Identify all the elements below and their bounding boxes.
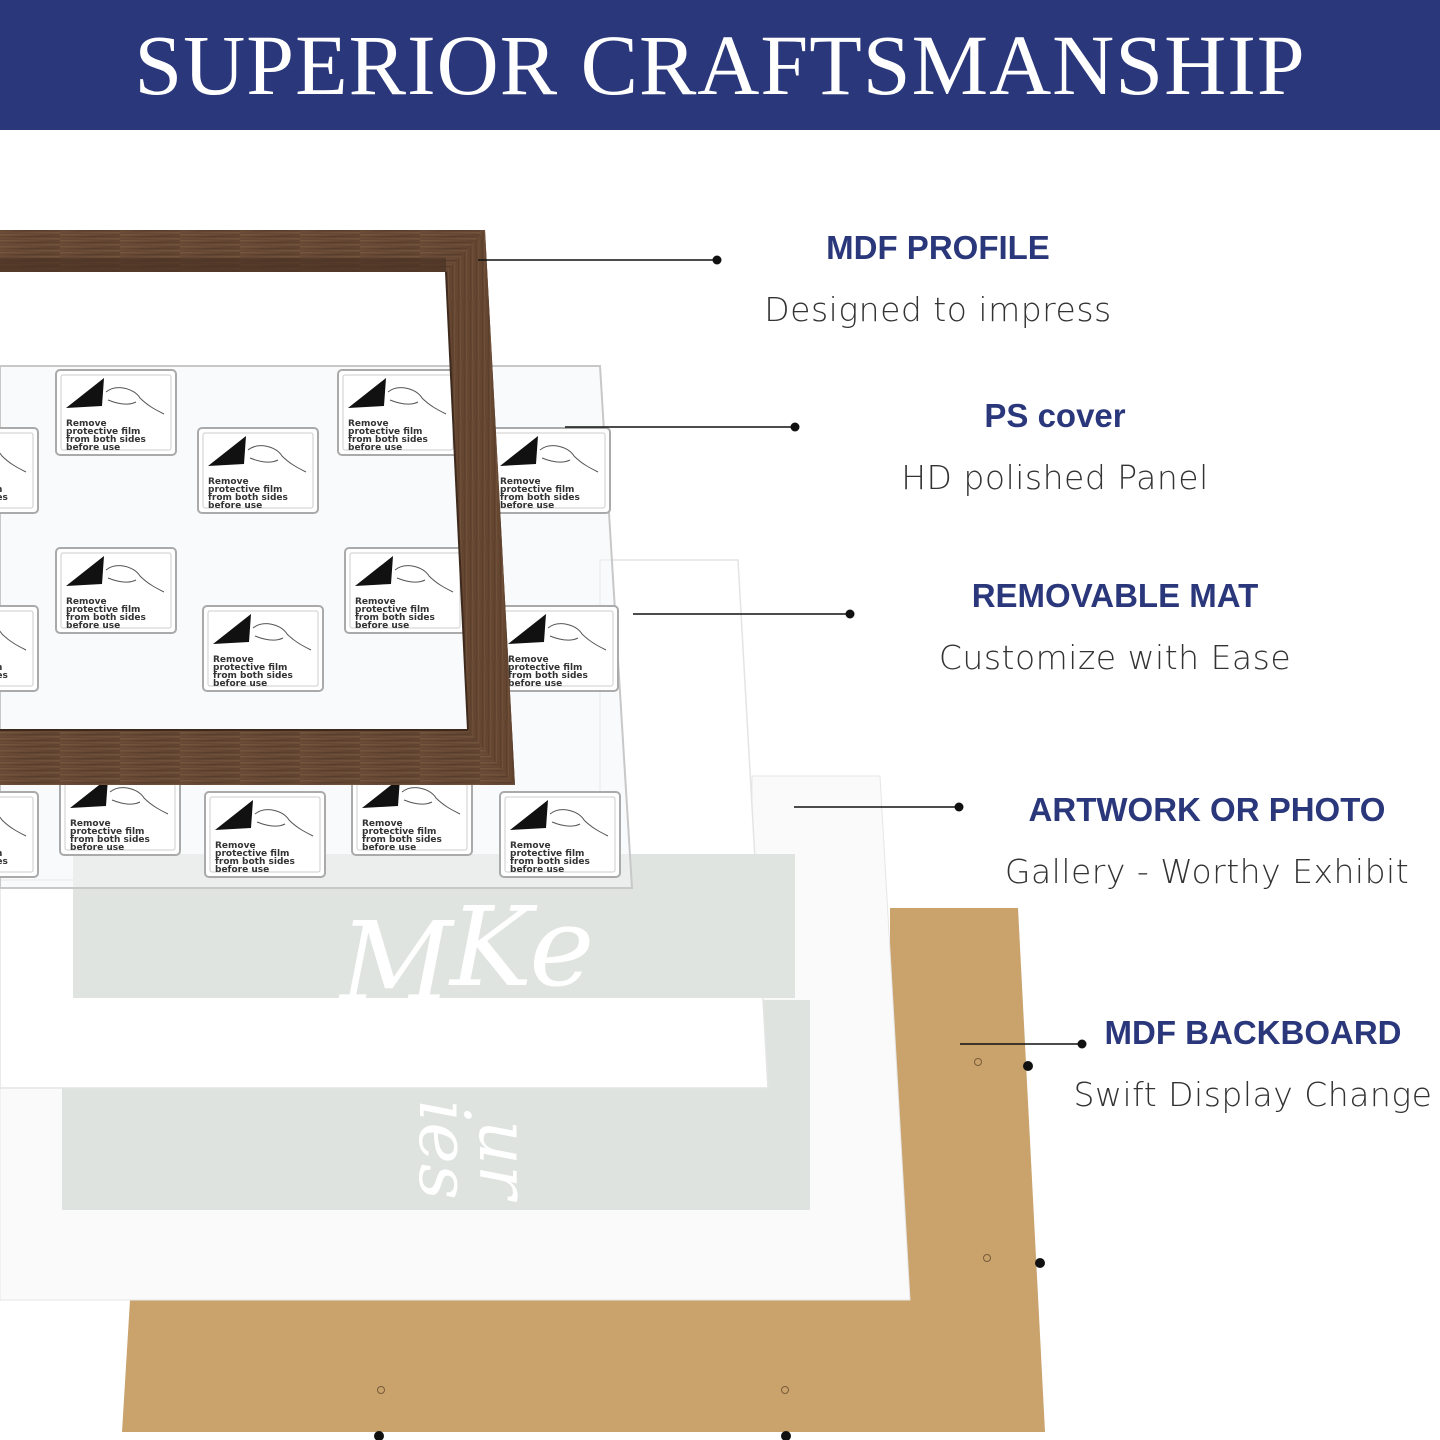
leader-lines — [478, 255, 1087, 1049]
page-title: SUPERIOR CRAFTSMANSHIP — [134, 17, 1306, 113]
feature-mdf-profile: MDF PROFILE Designed to impress — [764, 228, 1111, 330]
feature-description: HD polished Panel — [901, 458, 1209, 497]
feature-mdf-backboard: MDF BACKBOARD Swift Display Change — [1074, 1013, 1433, 1115]
feature-ps-cover: PS cover HD polished Panel — [901, 396, 1209, 498]
feature-title: MDF PROFILE — [826, 229, 1050, 266]
feature-removable-mat: REMOVABLE MAT Customize with Ease — [939, 576, 1291, 678]
mdf-frame-profile — [0, 230, 515, 785]
feature-description: Designed to impress — [764, 290, 1112, 329]
mdf-backboard-layer — [122, 908, 1045, 1440]
feature-title: MDF BACKBOARD — [1104, 1014, 1402, 1051]
feature-title: ARTWORK OR PHOTO — [1028, 791, 1386, 828]
feature-description: Swift Display Change — [1073, 1075, 1433, 1114]
feature-description: Customize with Ease — [938, 638, 1292, 677]
ps-cover-layer — [0, 365, 634, 889]
artwork-script-text: Ke — [448, 883, 594, 1011]
feature-artwork-photo: ARTWORK OR PHOTO Gallery - Worthy Exhibi… — [1005, 790, 1409, 892]
frame-layers-illustration: Remove protective film from both sides b… — [0, 230, 1087, 1440]
header-banner: SUPERIOR CRAFTSMANSHIP — [0, 0, 1440, 130]
feature-title: PS cover — [984, 397, 1126, 434]
feature-title: REMOVABLE MAT — [971, 577, 1259, 614]
artwork-script-text: ies — [403, 1100, 485, 1200]
artwork-script-text: M — [338, 898, 455, 1026]
feature-description: Gallery - Worthy Exhibit — [1004, 852, 1410, 891]
artwork-script-text: ur — [463, 1120, 545, 1202]
